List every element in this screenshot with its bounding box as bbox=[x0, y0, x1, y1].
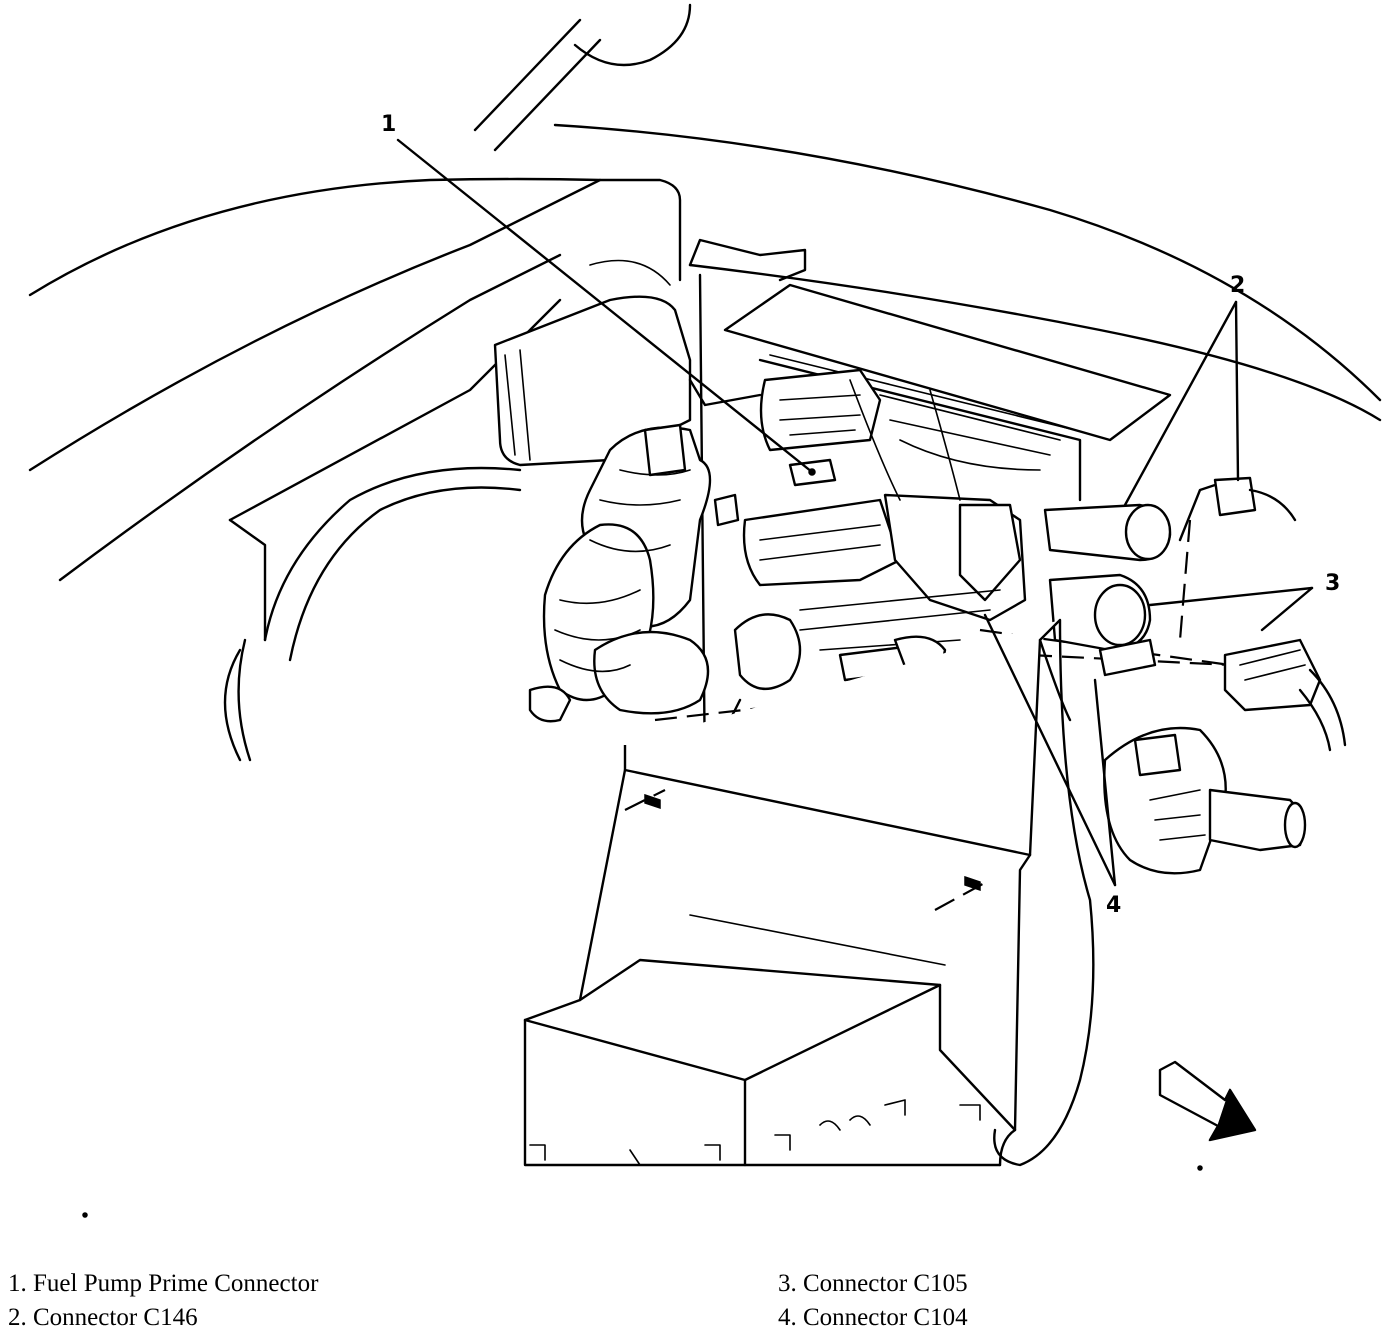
wiring-harness bbox=[528, 368, 1061, 723]
scan-specks bbox=[82, 1165, 1203, 1218]
hood-outline bbox=[473, 3, 1382, 422]
connector-c146 bbox=[1043, 476, 1297, 562]
fender-outline bbox=[28, 177, 682, 762]
callout-3: 3 bbox=[1325, 571, 1340, 596]
direction-arrow-icon bbox=[1158, 1060, 1257, 1142]
legend-item-3: 3. Connector C105 bbox=[778, 1270, 968, 1297]
leader-lines bbox=[396, 138, 1314, 887]
callout-4: 4 bbox=[1106, 893, 1121, 918]
lower-shield bbox=[523, 618, 1095, 1167]
legend-item-1: 1. Fuel Pump Prime Connector bbox=[8, 1270, 319, 1297]
connector-c104 bbox=[1103, 726, 1307, 875]
legend-item-4: 4. Connector C104 bbox=[778, 1304, 968, 1331]
engine-compartment-diagram: 1 2 3 4 bbox=[28, 3, 1382, 1218]
reservoir bbox=[493, 259, 692, 467]
legend-item-2: 2. Connector C146 bbox=[8, 1304, 198, 1331]
legend-left: 1. Fuel Pump Prime Connector 2. Connecto… bbox=[8, 1267, 318, 1335]
legend-right: 3. Connector C105 4. Connector C104 bbox=[778, 1267, 968, 1335]
callout-1: 1 bbox=[381, 112, 396, 137]
callout-2: 2 bbox=[1230, 273, 1245, 298]
connector-c105 bbox=[1048, 573, 1347, 752]
